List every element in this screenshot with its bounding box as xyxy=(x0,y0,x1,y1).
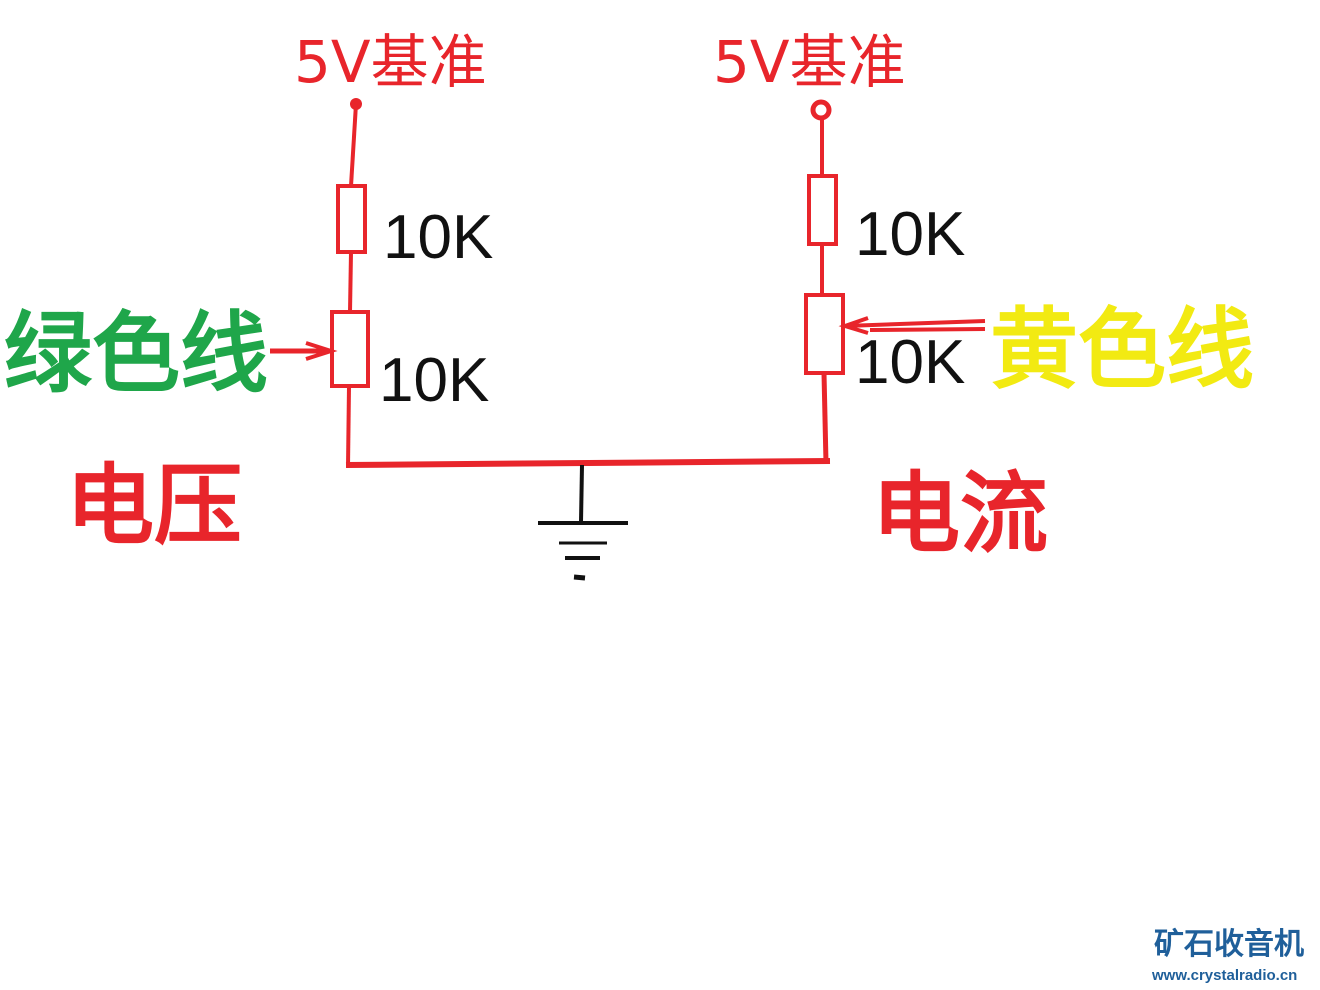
right-reference-label: 5V基准 xyxy=(713,28,906,96)
left-top-wire xyxy=(349,103,358,187)
right-fixed-resistor xyxy=(807,174,838,246)
watermark-url: www.crystalradio.cn xyxy=(1152,967,1298,984)
left-reference-label: 5V基准 xyxy=(294,28,487,96)
left-wiper-arrowhead xyxy=(305,341,338,361)
left-potentiometer xyxy=(330,310,370,388)
right-bottom-wire xyxy=(821,372,829,464)
ground-bar-4 xyxy=(573,574,586,581)
left-mid-wire xyxy=(348,251,353,313)
voltage-label: 电压 xyxy=(66,454,243,557)
right-reference-terminal xyxy=(810,99,832,121)
left-fixed-resistor xyxy=(336,184,367,254)
right-wiper-arrow-upper xyxy=(844,319,986,328)
left-pot-label: 10K xyxy=(379,346,490,415)
current-label: 电流 xyxy=(872,462,1049,565)
common-bottom-wire xyxy=(345,458,831,468)
right-fixed-resistor-label: 10K xyxy=(855,200,966,269)
ground-lead xyxy=(579,464,584,523)
left-fixed-resistor-label: 10K xyxy=(383,203,494,272)
right-wiper-arrow-lower xyxy=(869,327,986,332)
left-bottom-wire xyxy=(346,385,351,468)
right-potentiometer xyxy=(804,293,845,375)
right-wiper-arrowhead xyxy=(838,316,869,335)
right-pot-label: 10K xyxy=(855,328,966,397)
green-wire-label: 绿色线 xyxy=(4,302,269,405)
watermark-name: 矿石收音机 xyxy=(1154,927,1304,962)
yellow-wire-label: 黄色线 xyxy=(990,298,1255,401)
